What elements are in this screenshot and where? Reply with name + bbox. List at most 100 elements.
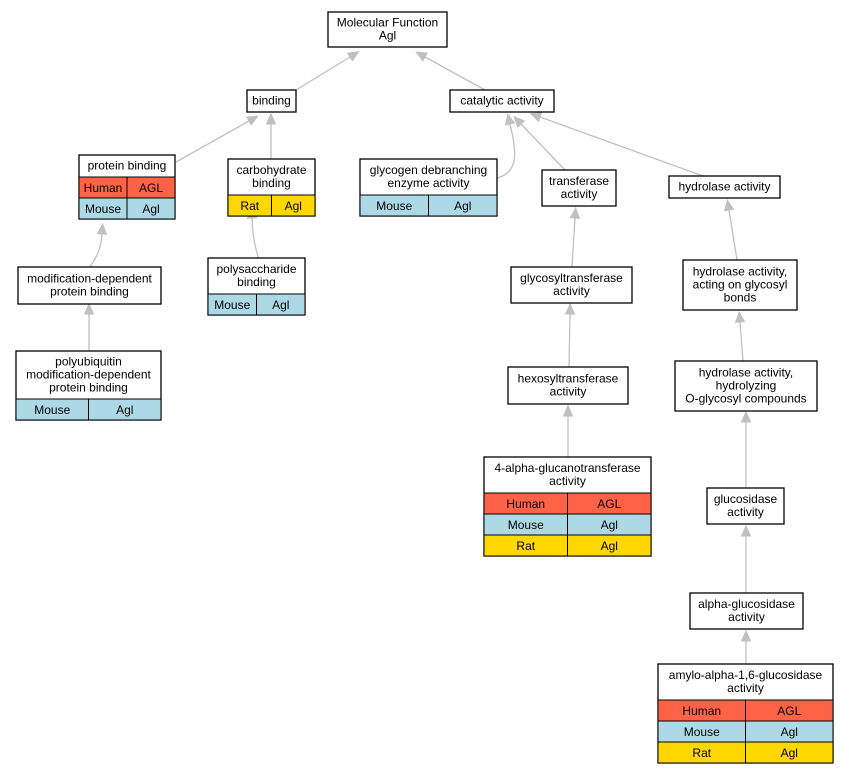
node-box [449, 89, 555, 113]
node-label: transferase [549, 174, 609, 188]
node-label: modification-dependent [27, 272, 152, 286]
edge-line [571, 217, 576, 268]
arrow-head-icon [564, 302, 576, 315]
node-label: binding [237, 275, 276, 289]
species-name: Mouse [34, 403, 70, 417]
node-box [246, 89, 297, 113]
arrow-head-icon [740, 629, 752, 642]
node-box [17, 266, 162, 305]
node-box [507, 366, 629, 405]
node-label: polysaccharide [216, 262, 296, 276]
edge-line [175, 120, 250, 163]
node-label: carbohydrate [236, 163, 306, 177]
node-label: hexosyltransferase [518, 372, 619, 386]
gene-symbol: Agl [601, 518, 618, 532]
gene-cell [126, 197, 176, 220]
edge-glycosyltransferase-to-transferase-activity [569, 206, 581, 268]
edge-glucanotransferase-to-hexosyltransferase [562, 404, 574, 457]
edge-line [424, 56, 486, 91]
node-label: glycosyltransferase [520, 271, 623, 285]
gene-symbol: Agl [454, 199, 471, 213]
arrow-head-icon [265, 112, 277, 125]
gene-symbol: AGL [777, 704, 801, 718]
node-hydrolase-o-glycosyl[interactable]: hydrolase activity,hydrolyzingO-glycosyl… [674, 360, 818, 412]
node-label: Molecular Function [337, 16, 438, 30]
node-label: hydrolase activity, [699, 366, 793, 380]
species-name: Mouse [508, 518, 544, 532]
edge-binding-to-molecular-function [295, 51, 360, 91]
edge-line [251, 217, 259, 259]
arrow-head-icon [723, 198, 735, 212]
node-binding[interactable]: binding [246, 89, 297, 113]
edge-line [568, 313, 571, 368]
species-name: Human [506, 497, 545, 511]
gene-symbol: Agl [116, 403, 133, 417]
edge-alpha-glucosidase-to-glucosidase [740, 524, 752, 593]
node-label: Agl [379, 29, 396, 43]
node-box [668, 175, 781, 199]
gene-symbol: AGL [139, 181, 163, 195]
node-box [674, 360, 818, 412]
arrow-head-icon [504, 113, 516, 126]
species-row-mouse: Mouse Agl [483, 513, 652, 536]
species-row-mouse: Mouse Agl [15, 398, 162, 421]
node-label: hydrolyzing [716, 379, 777, 393]
node-label: glycogen debranching [370, 163, 487, 177]
node-label: O-glycosyl compounds [685, 392, 806, 406]
node-label: 4-alpha-glucanotransferase [494, 461, 640, 475]
gene-symbol: Agl [285, 199, 302, 213]
node-label: activity [549, 474, 586, 488]
species-name: Human [84, 181, 123, 195]
node-label: activity [727, 505, 764, 519]
edge-line [89, 233, 103, 268]
arrow-head-icon [513, 115, 526, 129]
node-hydrolase-activity[interactable]: hydrolase activity [668, 175, 781, 199]
node-label: protein binding [88, 159, 167, 173]
node-label: activity [553, 284, 590, 298]
node-label: hydrolase activity [678, 180, 770, 194]
gene-cell [567, 534, 652, 557]
species-name: Rat [240, 199, 259, 213]
edge-line [295, 56, 351, 91]
node-polyubiquitin[interactable]: polyubiquitinmodification-dependentprote… [15, 350, 162, 421]
node-hydrolase-glycosyl[interactable]: hydrolase activity,acting on glycosylbon… [682, 259, 798, 311]
arrow-head-icon [415, 51, 428, 62]
arrow-head-icon [96, 222, 108, 235]
edge-line [496, 123, 516, 179]
gene-cell [428, 194, 498, 217]
node-catalytic-activity[interactable]: catalytic activity [449, 89, 555, 113]
node-label: bonds [724, 291, 757, 305]
arrow-head-icon [740, 410, 752, 423]
edge-hydrolase-o-glycosyl-to-hydrolase-glycosyl [734, 310, 746, 362]
node-label: modification-dependent [26, 368, 151, 382]
gene-symbol: Agl [781, 746, 798, 760]
gene-symbol: Agl [781, 725, 798, 739]
edge-glucosidase-to-hydrolase-o-glycosyl [740, 410, 752, 488]
arrow-head-icon [569, 206, 581, 219]
arrow-head-icon [562, 404, 574, 417]
node-label: amylo-alpha-1,6-glucosidase [669, 668, 823, 682]
node-amylo-glucosidase[interactable]: amylo-alpha-1,6-glucosidaseactivityHuman… [657, 663, 834, 764]
edge-line [728, 209, 738, 261]
edge-protein-binding-to-binding [175, 115, 259, 163]
gene-symbol: AGL [597, 497, 621, 511]
gene-symbol: Agl [601, 539, 618, 553]
